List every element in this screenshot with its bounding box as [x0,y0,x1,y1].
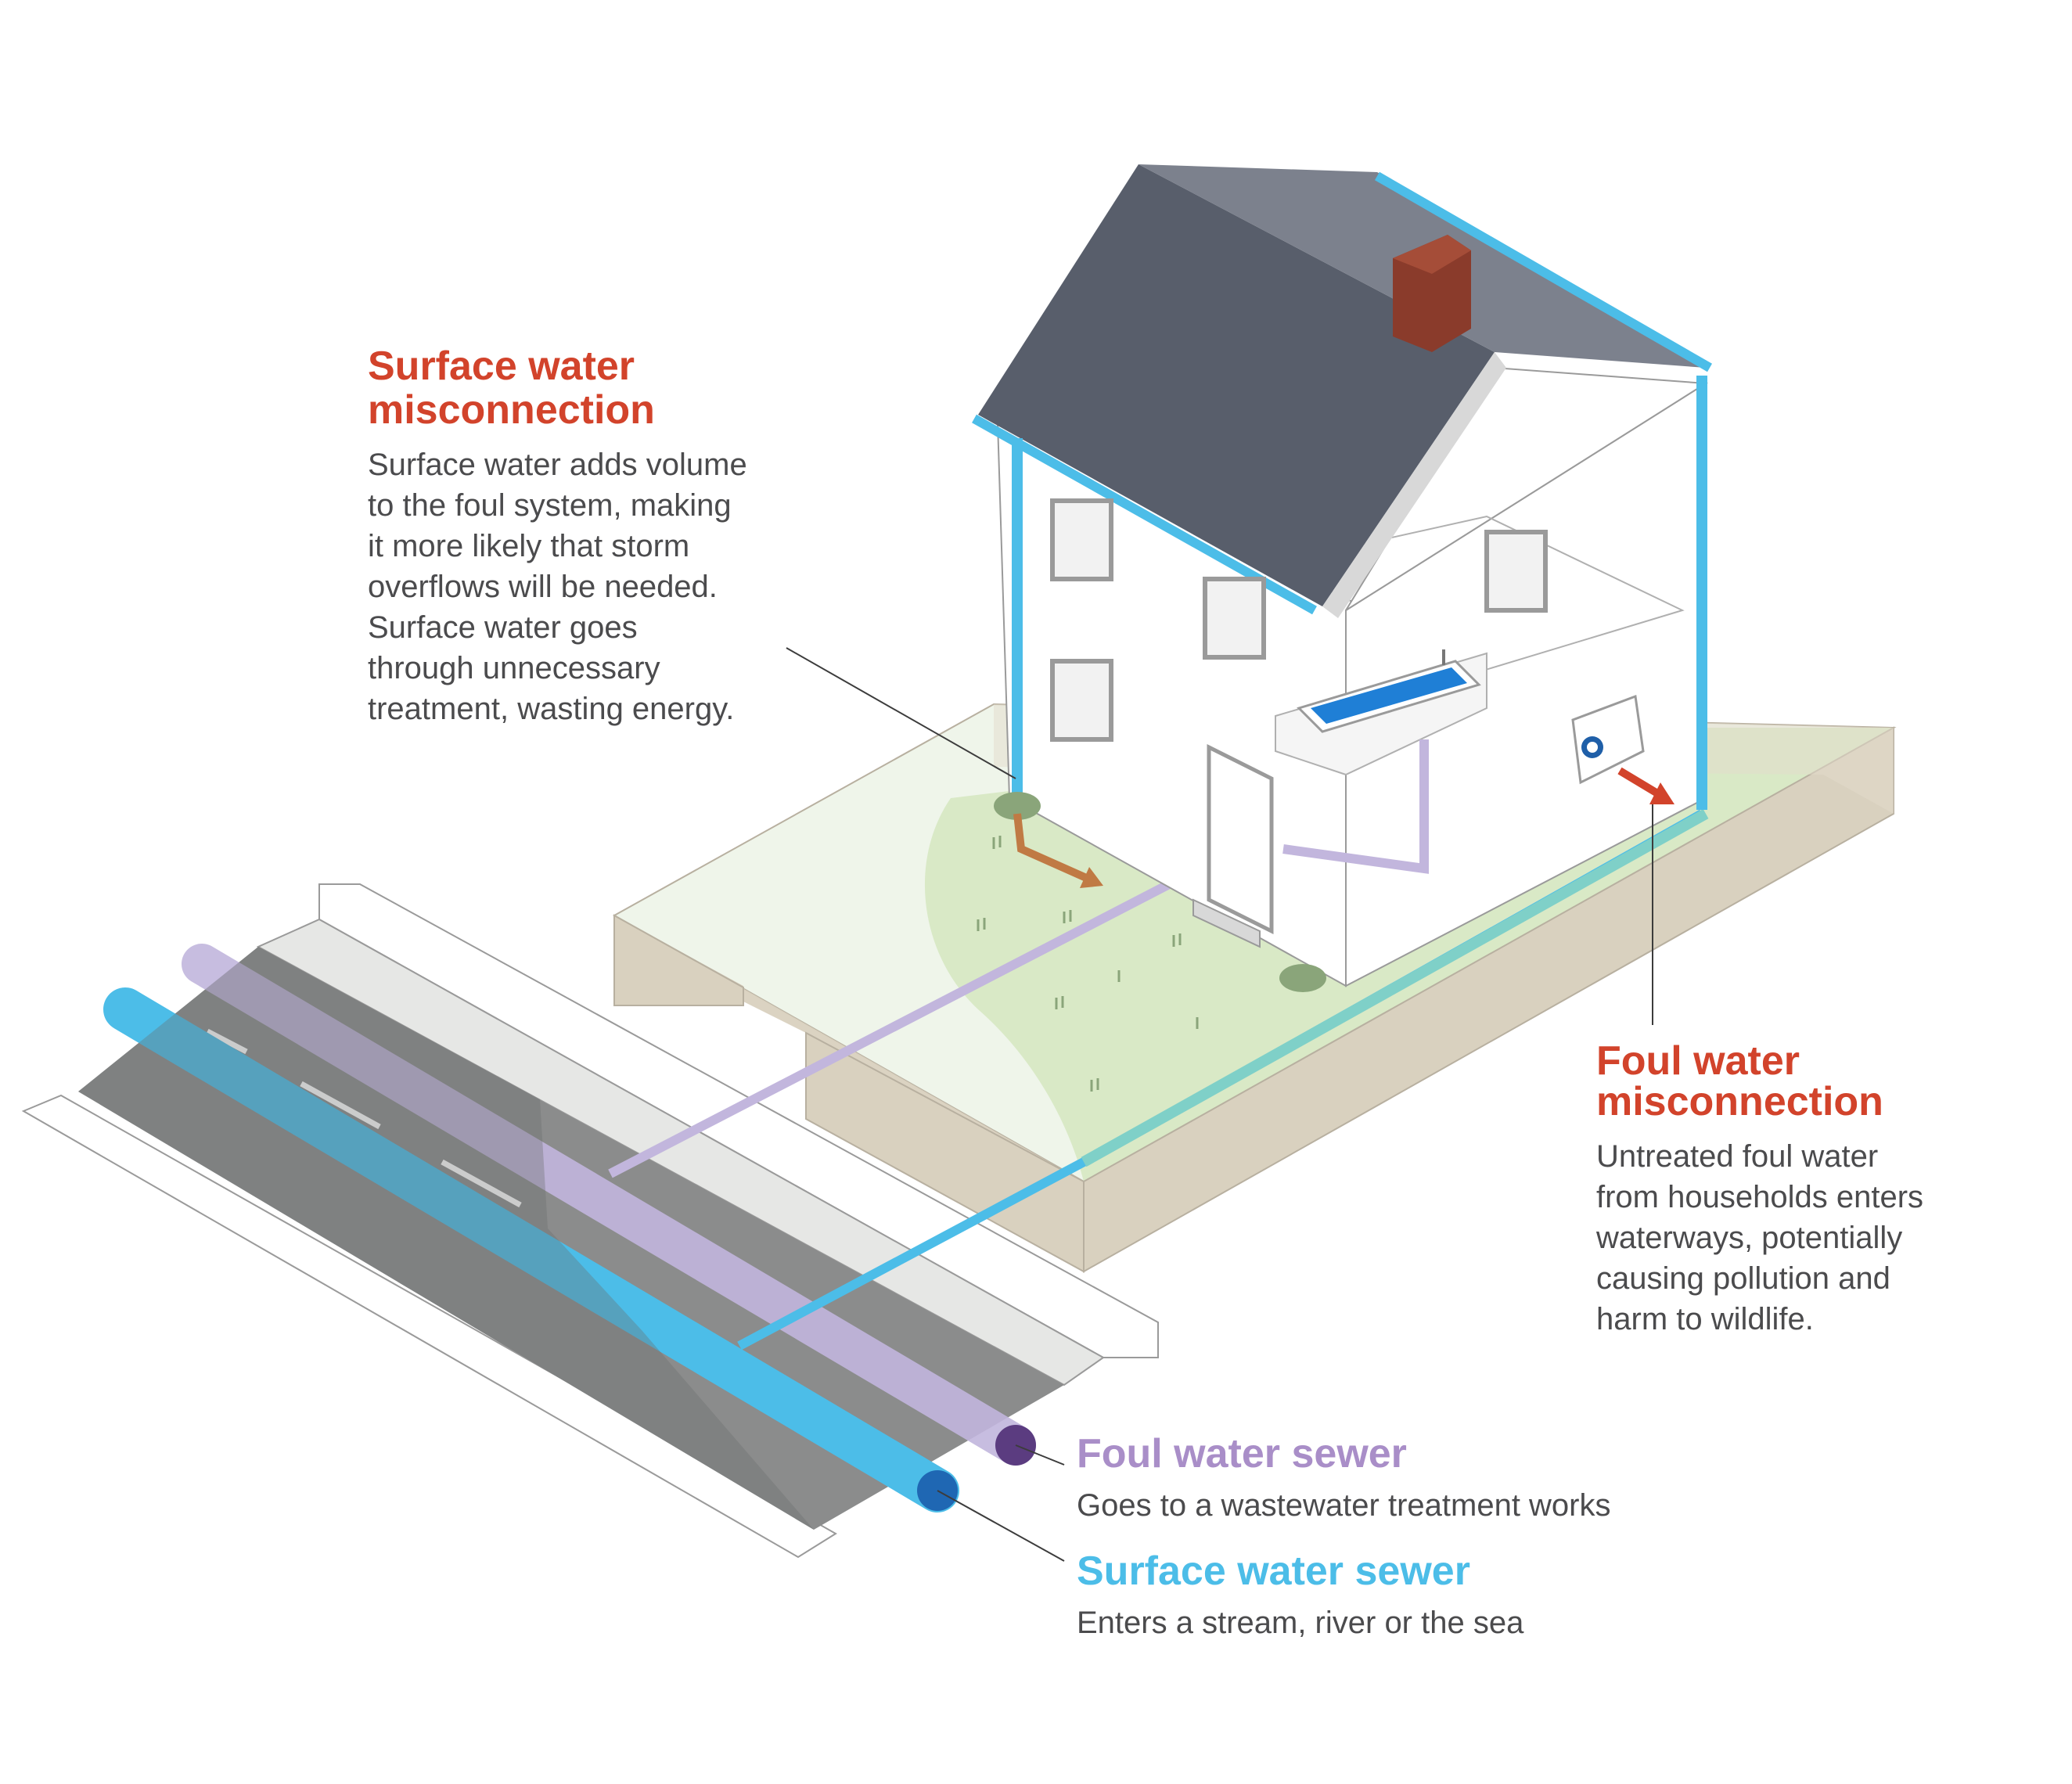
surface-sewer-label: Surface water sewer Enters a stream, riv… [1077,1549,1937,1643]
window [1484,530,1548,613]
house-roof-left [978,164,1495,606]
road-surface [78,947,1064,1530]
surface-misconnection-body: Surface water adds volume to the foul sy… [368,448,747,726]
leader-surface-misconnection [786,647,1016,779]
foul-sewer-label: Foul water sewer Goes to a wastewater tr… [1077,1432,1937,1526]
soil-left-face [613,914,744,1006]
washing-machine-icon [1571,694,1645,785]
foul-misconnection-title: Foul water misconnection [1596,1038,1883,1124]
gully-front [1279,964,1326,992]
surface-sewer-pipe [103,987,959,1512]
foul-sewer-pipe [182,944,1036,1466]
soil-left-face-2 [805,1031,1085,1273]
foul-sewer-title: Foul water sewer [1077,1431,1407,1476]
foul-misconnection-callout: Foul water misconnection Untreated foul … [1596,1041,2034,1340]
gully-left [994,792,1041,820]
leader-foul-sewer [1015,1444,1065,1466]
road-overlay [78,947,814,1530]
front-door [1207,743,1274,935]
window [1203,577,1266,660]
window [1050,659,1113,742]
surface-misconnection-arrow [1013,813,1103,888]
door-step [1192,898,1261,948]
lane-marking [206,1028,248,1055]
lane-marking [300,1081,381,1130]
lane-marking [441,1159,522,1208]
roof-gutter-right [1375,171,1712,372]
roof-edge [1322,352,1506,618]
surface-lateral-pipe-garden [1081,808,1709,1167]
foul-sewer-description: Goes to a wastewater treatment works [1077,1488,1611,1523]
foul-misconnection-arrow [1617,767,1675,804]
house-illustration [972,164,1712,1092]
chimney-icon [1393,235,1471,352]
near-kerb [21,1094,837,1559]
surface-misconnection-title: Surface water misconnection [368,343,655,433]
internal-foul-pipe [1282,739,1429,874]
interior-floor [1345,515,1685,713]
window [1050,498,1113,581]
foul-misconnection-body: Untreated foul water from households ent… [1596,1139,1924,1336]
surface-misconnection-callout: Surface water misconnection Surface wate… [368,344,837,729]
bathtub-icon [1297,649,1481,733]
leader-surface-sewer [937,1490,1065,1562]
grass-tufts [977,836,1199,1092]
surface-sewer-description: Enters a stream, river or the sea [1077,1606,1524,1641]
surface-sewer-title: Surface water sewer [1077,1548,1470,1594]
